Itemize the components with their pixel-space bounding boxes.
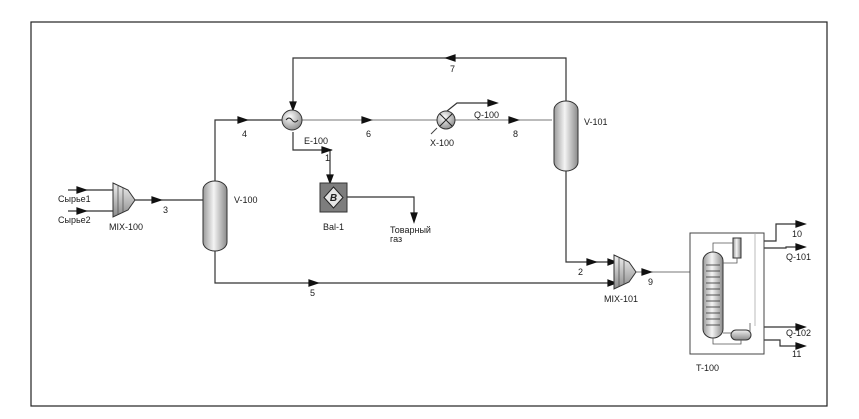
stream-9-label: 9 (648, 277, 653, 287)
stream-arrow-feed2 (76, 207, 88, 215)
stream-arrow-11 (795, 342, 807, 350)
column-t100-icon[interactable] (689, 232, 765, 355)
heat-exchanger-e100-icon[interactable] (281, 109, 303, 131)
cooler-x100-icon[interactable] (436, 110, 456, 130)
q102-label: Q-102 (786, 328, 811, 338)
stream-arrow-2-end (607, 258, 618, 266)
stream-6-label: 6 (366, 129, 371, 139)
stream-line-q100 (446, 102, 496, 112)
stream-11-label: 11 (792, 349, 801, 359)
stream-arrow-1-down (326, 174, 334, 185)
stream-arrow-5-end (607, 279, 618, 287)
stream-10-label: 10 (792, 229, 802, 239)
stream-3-label: 3 (163, 205, 168, 215)
feed2-label: Сырье2 (58, 215, 91, 225)
stream-line-product (347, 196, 415, 216)
stream-arrow-7 (444, 54, 456, 62)
stream-8-label: 8 (513, 129, 518, 139)
mix100-label: MIX-100 (109, 222, 143, 232)
stream-line-2 (565, 170, 614, 263)
stream-arrow-5 (308, 279, 320, 287)
v100-label: V-100 (234, 195, 258, 205)
stream-arrow-3 (151, 196, 163, 204)
stream-arrow-feed1 (76, 186, 88, 194)
stream-arrow-q102 (795, 323, 807, 331)
mix101-label: MIX-101 (604, 294, 638, 304)
q101-label: Q-101 (786, 252, 811, 262)
separator-v100-icon[interactable] (202, 180, 228, 252)
v101-label: V-101 (584, 117, 608, 127)
separator-v101-icon[interactable] (553, 100, 579, 172)
stream-arrow-product (410, 212, 418, 224)
stream-arrow-6 (361, 116, 373, 124)
balance-bal1-symbol: B (330, 193, 337, 204)
bal1-label: Bal-1 (323, 222, 344, 232)
stream-7-label: 7 (450, 64, 455, 74)
stream-arrow-4 (237, 116, 249, 124)
balance-bal1-icon[interactable]: B (319, 182, 348, 213)
stream-5-label: 5 (310, 288, 315, 298)
stream-arrow-q101 (795, 243, 807, 251)
feed1-label: Сырье1 (58, 194, 91, 204)
stream-arrow-q100 (487, 99, 499, 107)
cooler-x100-tick-icon (430, 127, 438, 135)
diagram-frame (30, 21, 828, 407)
stream-arrow-7-down (289, 101, 297, 112)
stream-line-4 (214, 119, 282, 187)
stream-arrow-1 (321, 146, 333, 154)
x100-label: X-100 (430, 138, 454, 148)
t100-label: T-100 (696, 363, 719, 373)
stream-line-5 (214, 251, 614, 284)
mixer-mix100-icon[interactable] (112, 182, 136, 218)
stream-1-label: 1 (325, 153, 330, 163)
stream-arrow-2 (586, 258, 598, 266)
e100-label: E-100 (304, 136, 328, 146)
stream-arrow-10 (795, 220, 807, 228)
stream-line-7 (292, 57, 567, 108)
q100-label: Q-100 (474, 110, 499, 120)
stream-arrow-9 (641, 268, 653, 276)
stream-line-1 (292, 132, 332, 151)
stream-arrow-8 (508, 116, 520, 124)
stream-2-label: 2 (578, 267, 583, 277)
stream-4-label: 4 (242, 129, 247, 139)
mixer-mix101-icon[interactable] (613, 254, 637, 290)
